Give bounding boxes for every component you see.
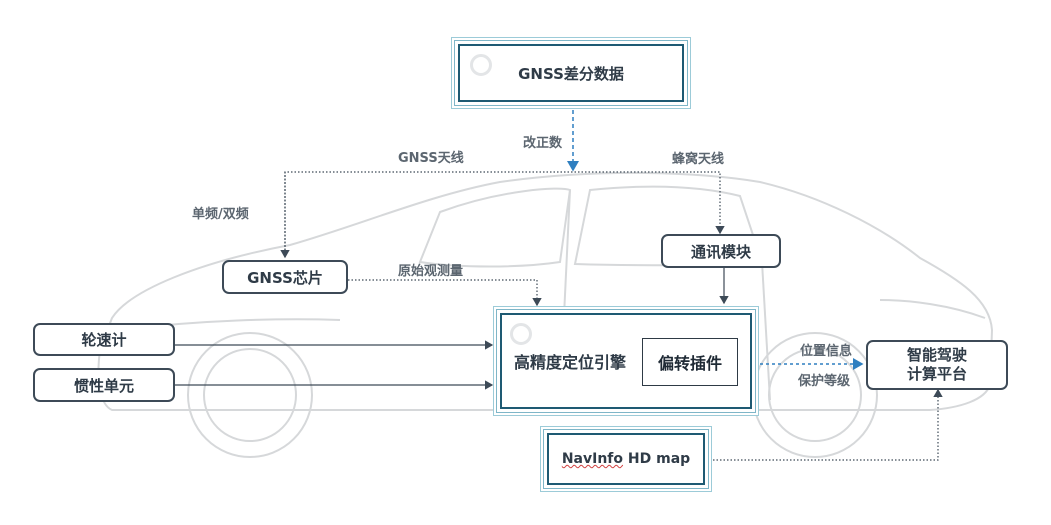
gnss-diff-box: GNSS差分数据 [454, 40, 688, 106]
gnss-diff-label: GNSS差分数据 [518, 64, 624, 83]
platform-box: 智能驾驶 计算平台 [866, 340, 1008, 390]
correction-label: 改正数 [523, 136, 563, 151]
hdmap-arrow [706, 388, 943, 461]
hdmap-box: NavInfo HD map [543, 429, 709, 489]
hdmap-brand: NavInfo [561, 451, 624, 467]
imu-label: 惯性单元 [73, 376, 134, 395]
engine-label: 高精度定位引擎 [514, 353, 627, 372]
position-info-label: 位置信息 [800, 344, 853, 359]
wheel-speed-label: 轮速计 [81, 331, 127, 349]
comm-module-label: 通讯模块 [690, 242, 751, 261]
gnss-antenna-label: GNSS天线 [398, 151, 464, 166]
freq-label: 单频/双频 [192, 207, 249, 222]
raw-obs-arrow [348, 279, 542, 307]
hdmap-label: NavInfo HD map [562, 451, 690, 467]
protection-level-label: 保护等级 [798, 374, 851, 389]
comm-module-box: 通讯模块 [661, 234, 781, 268]
imu-box: 惯性单元 [33, 368, 175, 402]
platform-label-line1: 智能驾驶 [906, 346, 967, 364]
location-pin-icon [470, 54, 492, 76]
platform-label-line2: 计算平台 [906, 365, 967, 383]
bias-plugin-box: 偏转插件 [642, 338, 738, 386]
car-outline [97, 171, 994, 458]
engine-box: 高精度定位引擎 偏转插件 [496, 309, 756, 413]
antenna-line [284, 171, 725, 257]
gnss-chip-label: GNSS芯片 [247, 268, 323, 287]
gnss-chip-box: GNSS芯片 [222, 260, 348, 294]
hdmap-suffix: HD map [623, 451, 691, 467]
raw-obs-label: 原始观测量 [398, 264, 464, 279]
wheel-speed-box: 轮速计 [33, 323, 175, 356]
bias-plugin-label: 偏转插件 [657, 354, 722, 373]
location-pin-icon [510, 323, 532, 345]
cell-antenna-label: 蜂窝天线 [672, 152, 725, 167]
